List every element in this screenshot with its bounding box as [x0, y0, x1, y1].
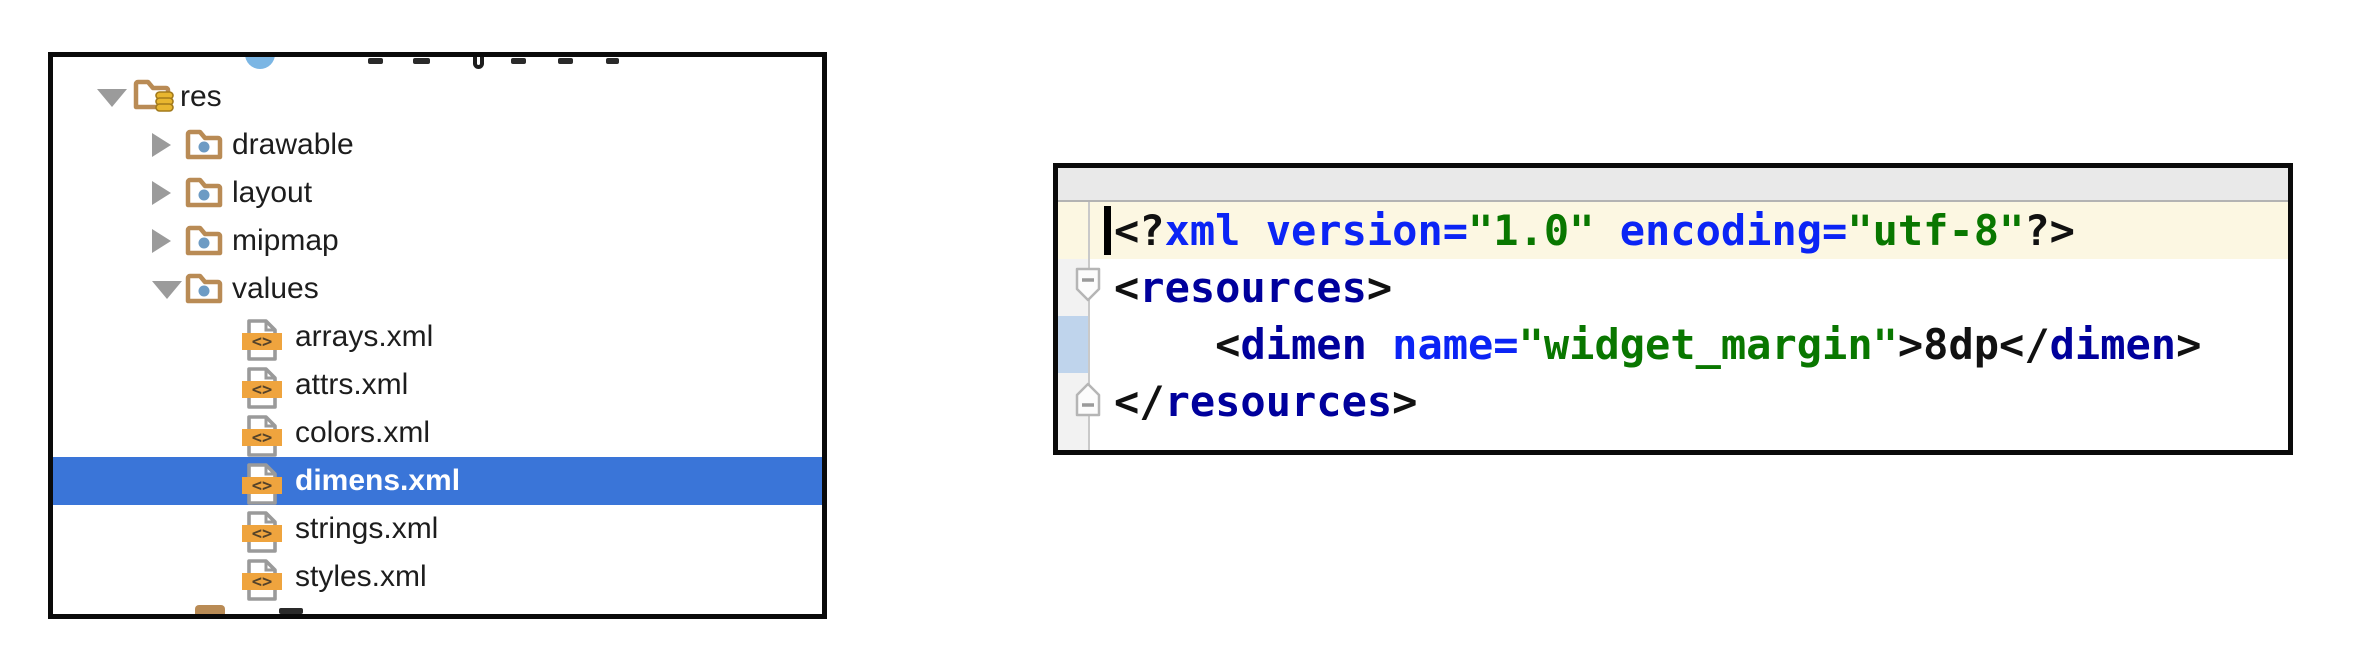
project-tree: res drawable layout mipmap values <> arrays.xm… — [53, 57, 822, 614]
editor-header-bar — [1058, 168, 2288, 202]
svg-text:<>: <> — [252, 572, 272, 592]
res-folder-icon — [133, 76, 175, 119]
truncated-text-fragment — [368, 58, 383, 64]
code-line-text: <dimen name="widget_margin">8dp</dimen> — [1114, 316, 2201, 373]
tree-item-colors-xml[interactable]: <> colors.xml — [53, 409, 822, 457]
text-caret — [1104, 206, 1111, 255]
resource-folder-icon — [185, 222, 223, 263]
code-line-2[interactable]: <resources> — [1058, 259, 2288, 316]
truncated-text-fragment — [413, 58, 430, 64]
xml-file-icon: <> — [242, 366, 282, 415]
truncated-text-fragment — [473, 57, 484, 69]
code-token: "widget_margin" — [1518, 320, 1898, 369]
xml-file-icon: <> — [242, 558, 282, 607]
code-token: resources — [1164, 377, 1393, 426]
xml-file-icon: <> — [242, 510, 282, 559]
tree-item-label: attrs.xml — [295, 368, 409, 401]
svg-text:<>: <> — [252, 476, 272, 496]
code-token: > — [1366, 263, 1393, 312]
resource-folder-icon — [185, 174, 223, 215]
truncated-text-fragment — [558, 58, 573, 64]
project-tree-panel: res drawable layout mipmap values <> arrays.xm… — [48, 52, 827, 619]
code-token: dimen — [1240, 320, 1367, 369]
code-token: < — [1114, 320, 1241, 369]
xml-editor-panel: <?xml version="1.0" encoding="utf-8"?><r… — [1053, 163, 2293, 455]
xml-file-icon: <> — [242, 462, 282, 511]
code-token: < — [1114, 263, 1140, 312]
tree-item-mipmap[interactable]: mipmap — [53, 217, 822, 265]
xml-file-icon: <> — [242, 318, 282, 367]
code-token: >8dp — [1897, 320, 2000, 369]
svg-text:<>: <> — [252, 332, 272, 352]
code-token: "1.0" — [1468, 206, 1595, 255]
collapse-arrow-icon[interactable] — [152, 281, 182, 299]
resource-folder-icon — [185, 270, 223, 311]
code-token: xml version= — [1164, 206, 1469, 255]
truncated-blue-circle-file-icon — [245, 57, 275, 69]
tree-item-label: dimens.xml — [295, 464, 461, 497]
code-token: "utf-8" — [1847, 206, 2025, 255]
current-line-highlight — [1058, 202, 2288, 259]
code-token: ?> — [2024, 206, 2075, 255]
tree-item-res[interactable]: res — [53, 73, 822, 121]
code-line-text: </resources> — [1114, 373, 1417, 430]
tree-item-label: drawable — [232, 128, 354, 161]
code-token: name= — [1366, 320, 1519, 369]
tree-item-label: arrays.xml — [295, 320, 434, 353]
tree-item-label: styles.xml — [295, 560, 427, 593]
code-line-4[interactable]: </resources> — [1058, 373, 2288, 430]
truncated-folder-icon — [195, 605, 225, 614]
svg-text:<>: <> — [252, 380, 272, 400]
tree-item-drawable[interactable]: drawable — [53, 121, 822, 169]
vcs-change-marker — [1058, 316, 1088, 373]
code-token: dimen — [2049, 320, 2177, 369]
tree-item-label: layout — [232, 176, 313, 209]
svg-text:<>: <> — [252, 428, 272, 448]
expand-arrow-icon[interactable] — [152, 229, 171, 253]
tree-item-layout[interactable]: layout — [53, 169, 822, 217]
gutter-separator-line — [1088, 202, 1090, 450]
code-fold-start-icon[interactable] — [1074, 267, 1102, 303]
collapse-arrow-icon[interactable] — [97, 89, 127, 107]
expand-arrow-icon[interactable] — [152, 181, 171, 205]
code-token: </ — [1114, 377, 1165, 426]
truncated-text-fragment — [279, 608, 303, 614]
tree-item-dimens-xml[interactable]: <> dimens.xml — [53, 457, 822, 505]
code-line-text: <?xml version="1.0" encoding="utf-8"?> — [1114, 202, 2075, 259]
tree-item-strings-xml[interactable]: <> strings.xml — [53, 505, 822, 553]
truncated-text-fragment — [511, 58, 526, 64]
tree-item-styles-xml[interactable]: <> styles.xml — [53, 553, 822, 601]
code-token: encoding= — [1594, 206, 1848, 255]
code-fold-end-icon[interactable] — [1074, 381, 1102, 417]
tree-item-attrs-xml[interactable]: <> attrs.xml — [53, 361, 822, 409]
code-token: > — [2176, 320, 2202, 369]
code-line-1[interactable]: <?xml version="1.0" encoding="utf-8"?> — [1058, 202, 2288, 259]
tree-item-label: strings.xml — [295, 512, 439, 545]
expand-arrow-icon[interactable] — [152, 133, 171, 157]
code-token: resources — [1139, 263, 1367, 312]
tree-item-label: values — [232, 272, 319, 305]
code-line-text: <resources> — [1114, 259, 1392, 316]
svg-text:<>: <> — [252, 524, 272, 544]
code-token: <? — [1114, 206, 1165, 255]
tree-item-arrays-xml[interactable]: <> arrays.xml — [53, 313, 822, 361]
xml-file-icon: <> — [242, 414, 282, 463]
code-line-3[interactable]: <dimen name="widget_margin">8dp</dimen> — [1058, 316, 2288, 373]
resource-folder-icon — [185, 126, 223, 167]
editor-body[interactable]: <?xml version="1.0" encoding="utf-8"?><r… — [1058, 202, 2288, 450]
tree-item-values[interactable]: values — [53, 265, 822, 313]
tree-item-label: res — [180, 80, 222, 113]
truncated-text-fragment — [606, 58, 619, 64]
code-token: </ — [1999, 320, 2050, 369]
tree-item-label: mipmap — [232, 224, 339, 257]
code-token: > — [1392, 377, 1418, 426]
tree-item-label: colors.xml — [295, 416, 431, 449]
